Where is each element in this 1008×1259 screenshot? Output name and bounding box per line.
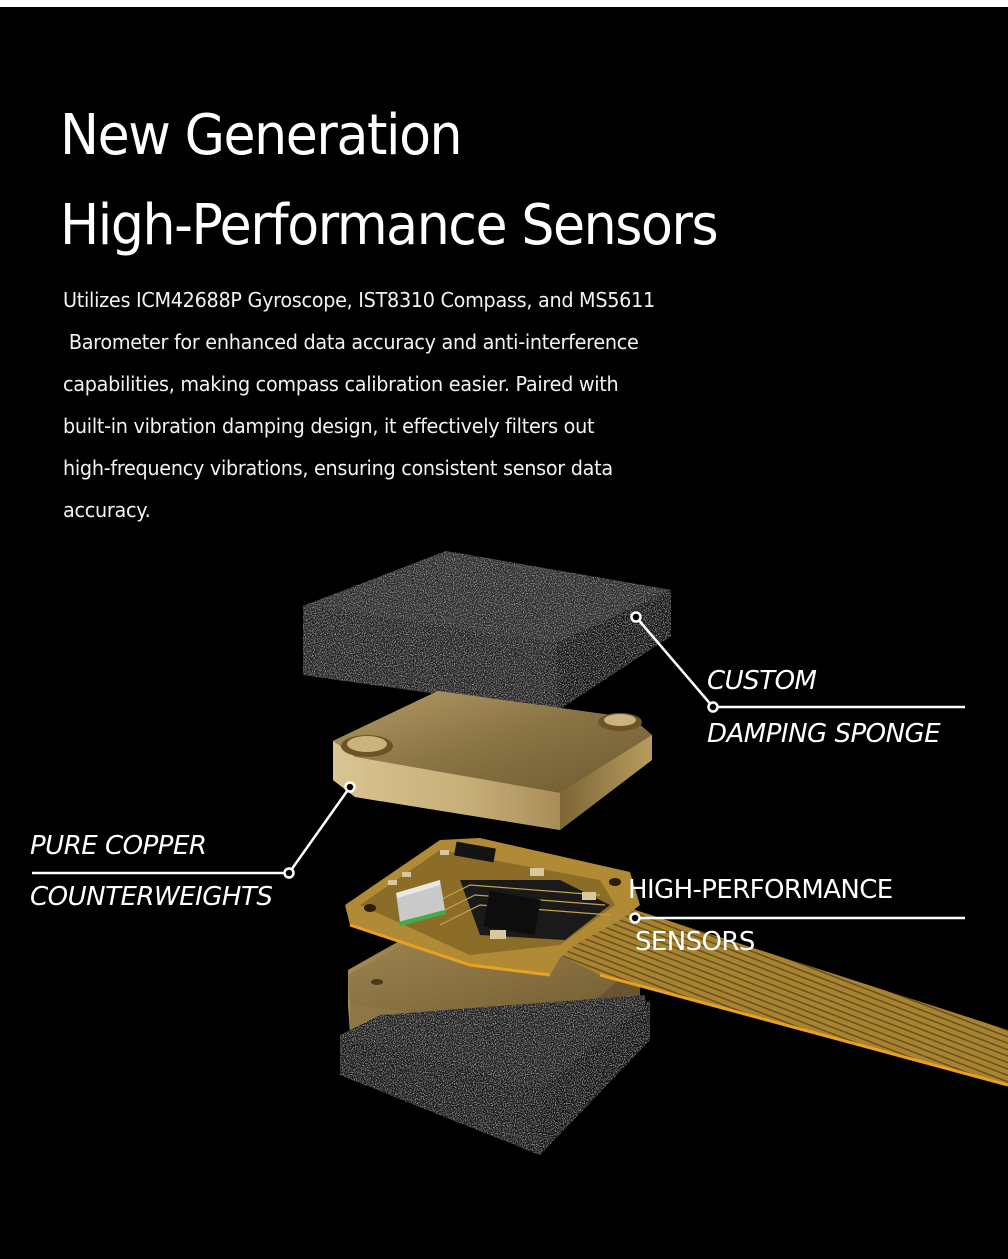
page-title-line1: New Generation [60, 102, 463, 168]
flex-cable [560, 905, 1008, 1087]
description-line: capabilities, making compass calibration… [63, 372, 619, 396]
sensor-pcb [345, 838, 640, 977]
callout-sensors-line1: HIGH-PERFORMANCE [628, 875, 893, 905]
callout-sponge-leader [630, 611, 965, 713]
description-paragraph: Utilizes ICM42688P Gyroscope, IST8310 Co… [63, 279, 823, 531]
copper-counterweight [333, 691, 652, 830]
description-line: high-frequency vibrations, ensuring cons… [63, 456, 613, 480]
callout-sensors-line2: SENSORS [635, 927, 755, 957]
callout-copper-line1: PURE COPPER [30, 831, 207, 861]
callout-copper-line2: COUNTERWEIGHTS [30, 882, 273, 912]
callout-copper-leader [32, 781, 356, 879]
description-line: accuracy. [63, 498, 151, 522]
description-line: Utilizes ICM42688P Gyroscope, IST8310 Co… [63, 288, 655, 312]
callout-sensors-leader [629, 912, 965, 924]
page-title-line2: High-Performance Sensors [60, 192, 719, 258]
description-line: built-in vibration damping design, it ef… [63, 414, 595, 438]
callout-sponge-line2: DAMPING SPONGE [707, 719, 941, 749]
top-white-strip [0, 0, 1008, 7]
description-line: Barometer for enhanced data accuracy and… [63, 330, 639, 354]
top-damping-sponge [303, 551, 671, 711]
callout-sponge-line1: CUSTOM [707, 666, 817, 696]
bottom-damping-sponge [340, 995, 650, 1155]
